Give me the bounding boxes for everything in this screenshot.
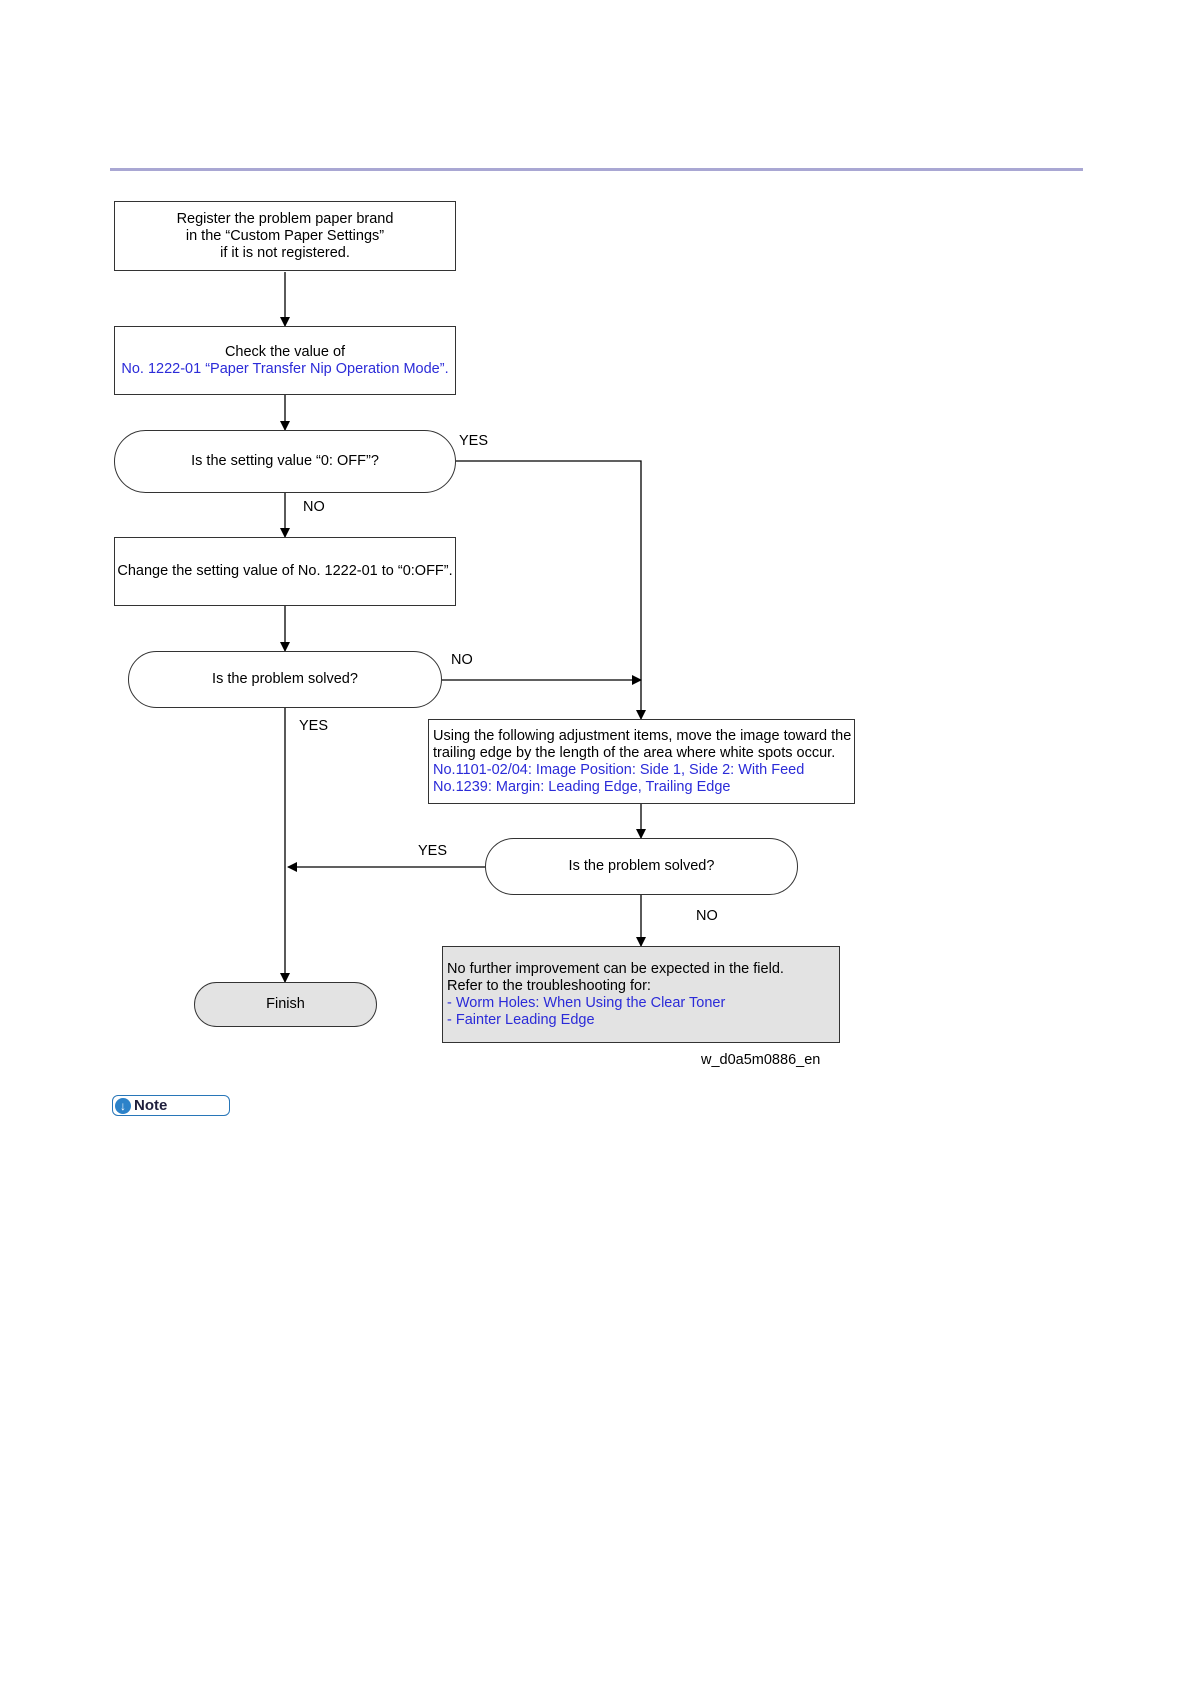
- step-adjust-image-position: Using the following adjustment items, mo…: [428, 719, 855, 804]
- decision-problem-solved-2: Is the problem solved?: [485, 838, 798, 895]
- check-link-text[interactable]: No. 1222-01 “Paper Transfer Nip Operatio…: [121, 360, 449, 377]
- note-label: Note: [134, 1097, 168, 1114]
- step-check-line-1: Check the value of: [224, 343, 346, 360]
- further-line-1: No further improvement can be expected i…: [447, 960, 784, 977]
- step-change-setting: Change the setting value of No. 1222-01 …: [114, 537, 456, 606]
- step-check-link[interactable]: No. 1222-01 “Paper Transfer Nip Operatio…: [121, 361, 448, 378]
- label-no-solved-1: NO: [451, 652, 473, 668]
- step-check-value: Check the value of No. 1222-01 “Paper Tr…: [114, 326, 456, 395]
- adjust-link-margin[interactable]: No.1239: Margin: Leading Edge, Trailing …: [433, 778, 731, 795]
- step-adjust-line-1: Using the following adjustment items, mo…: [433, 727, 852, 744]
- label-yes-setting: YES: [459, 433, 489, 449]
- finish-text: Finish: [266, 996, 305, 1012]
- further-link-fainter-edge[interactable]: - Fainter Leading Edge: [447, 1011, 595, 1028]
- step-adjust-line-2: trailing edge by the length of the area …: [433, 744, 836, 761]
- step-register-line-2: in the “Custom Paper Settings”: [185, 227, 385, 244]
- step-change-text: Change the setting value of No. 1222-01 …: [117, 563, 453, 579]
- label-yes-solved-2: YES: [418, 843, 448, 859]
- arrow-decision-yes-to-adjust: [456, 460, 646, 720]
- further-line-2: Refer to the troubleshooting for:: [447, 977, 651, 994]
- decision-setting-value: Is the setting value “0: OFF”?: [114, 430, 456, 493]
- label-no-solved-2: NO: [696, 908, 718, 924]
- step-register-line-3: if it is not registered.: [220, 244, 350, 261]
- label-yes-solved-1: YES: [299, 718, 329, 734]
- terminal-finish: Finish: [194, 982, 377, 1027]
- decision-solved-1-text: Is the problem solved?: [212, 671, 358, 687]
- decision-problem-solved-1: Is the problem solved?: [128, 651, 442, 708]
- further-link-worm-holes[interactable]: - Worm Holes: When Using the Clear Toner: [447, 994, 726, 1011]
- figure-caption: w_d0a5m0886_en: [701, 1052, 821, 1068]
- note-badge: ↓ Note: [112, 1095, 230, 1116]
- decision-solved-2-text: Is the problem solved?: [568, 858, 715, 874]
- arrow-down-icon: ↓: [115, 1097, 131, 1114]
- step-register-paper-brand: Register the problem paper brand in the …: [114, 201, 456, 271]
- header-rule: [110, 168, 1083, 171]
- step-register-line-1: Register the problem paper brand: [176, 210, 394, 227]
- adjust-link-image-position[interactable]: No.1101-02/04: Image Position: Side 1, S…: [433, 761, 805, 778]
- label-no-setting: NO: [303, 499, 325, 515]
- decision-setting-text: Is the setting value “0: OFF”?: [191, 453, 379, 469]
- terminal-no-further-improvement: No further improvement can be expected i…: [442, 946, 840, 1043]
